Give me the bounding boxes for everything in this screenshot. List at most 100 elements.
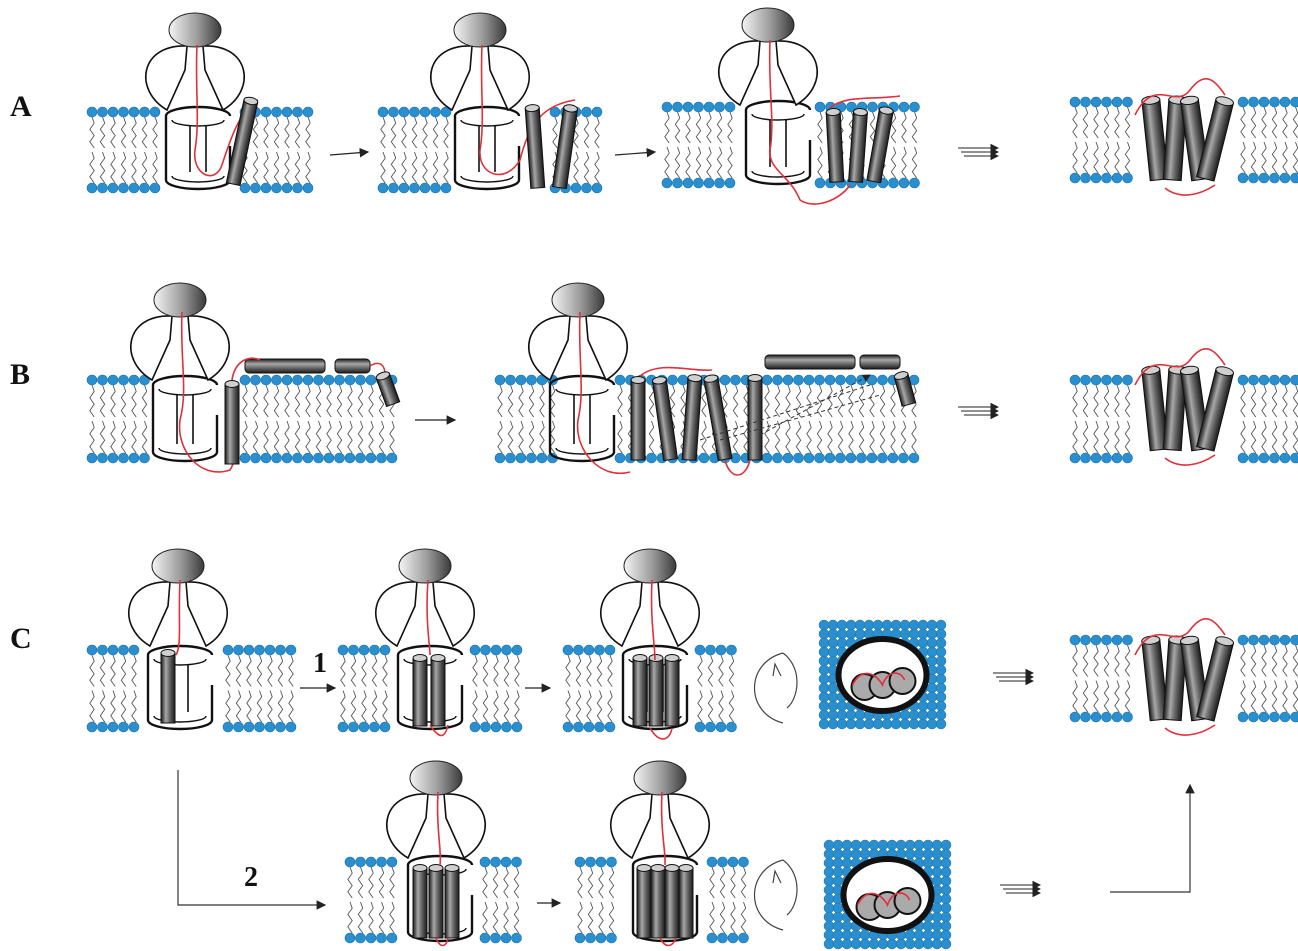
- helix-c6c: [664, 864, 680, 939]
- helix-b2-tip: [893, 371, 917, 407]
- helix-c2b: [430, 654, 446, 727]
- objects-layer: [127, 7, 1235, 950]
- helix-b1-surface-1: [244, 358, 326, 374]
- panel-label-a: A: [10, 90, 32, 123]
- membrane-b3-right: [1237, 374, 1298, 464]
- helix-c5a: [412, 864, 428, 939]
- translocon-c1: [146, 644, 214, 731]
- translocon-b2: [548, 374, 616, 463]
- ribosome-c3: [599, 548, 701, 648]
- helix-b2a: [630, 376, 646, 461]
- helix-b1: [224, 380, 240, 465]
- membrane-c6-left: [574, 856, 617, 944]
- helix-c6d: [678, 864, 694, 939]
- chain-a3: [768, 39, 851, 205]
- translocon-c2: [396, 644, 464, 731]
- membrane-b2-left: [494, 374, 558, 464]
- ribosome-c2: [374, 548, 476, 648]
- arrow-c-merge: [1110, 783, 1195, 893]
- membrane-c5-right: [479, 856, 522, 944]
- translocon-a3: [744, 99, 812, 186]
- chain-b2: [576, 311, 631, 475]
- helix-b2c: [681, 374, 703, 461]
- arrows-layer: [177, 143, 1195, 931]
- helix-a1: [225, 96, 259, 187]
- chain-a3-top: [829, 95, 901, 109]
- helix-b2-surface-1: [764, 354, 856, 370]
- helix-c5c: [444, 864, 460, 939]
- chain-c3: [649, 579, 673, 740]
- helix-c3c: [664, 654, 680, 727]
- membrane-a2-left: [377, 106, 452, 194]
- arrow-c-route2: [177, 770, 327, 910]
- helix-b1-tip: [375, 371, 401, 408]
- ribosome-b2: [527, 282, 629, 382]
- membrane-c2-right: [469, 644, 523, 733]
- membrane-c1-left: [86, 644, 140, 733]
- route-2-label: 2: [244, 862, 258, 893]
- helix-b2b: [651, 376, 679, 462]
- helix-c6a: [636, 864, 652, 939]
- chain-a1: [194, 44, 259, 177]
- helix-a3a: [825, 108, 845, 183]
- ribosome-c1: [127, 548, 229, 648]
- chain-c2: [426, 579, 449, 737]
- membrane-a4-right: [1237, 96, 1298, 184]
- panel-label-b: B: [10, 358, 31, 391]
- translocon-a2: [453, 105, 521, 191]
- chain-c5: [435, 791, 449, 947]
- translocon-b1: [151, 374, 219, 463]
- membrane-b1-left: [86, 374, 150, 464]
- helix-a2b: [551, 104, 579, 190]
- helix-c1: [160, 649, 176, 724]
- membrane-a4-left: [1069, 96, 1133, 184]
- membrane-c3-right: [694, 644, 737, 733]
- helix-b2-surface-2: [859, 354, 901, 370]
- multi-arrow-c2: [1000, 880, 1042, 898]
- ribosome-c6: [609, 760, 711, 860]
- chain-c1: [175, 579, 181, 656]
- folded-bundle-b: [1134, 348, 1235, 466]
- helix-a3c: [866, 106, 894, 184]
- folded-bundle-c: [1134, 618, 1235, 736]
- helix-c3b: [648, 654, 664, 727]
- membrane-c4-right: [1237, 634, 1298, 723]
- multi-arrow-c1: [993, 668, 1035, 686]
- top-view-c2: [823, 839, 952, 950]
- ribosome-c5: [385, 760, 487, 860]
- helix-a2a: [524, 104, 546, 189]
- helix-b2d: [703, 374, 733, 462]
- membrane-c4-left: [1069, 634, 1133, 723]
- membrane-a1-left: [86, 106, 161, 194]
- arrow-a1: [329, 147, 370, 158]
- chain-c6: [659, 791, 677, 947]
- membrane-c2-left: [337, 644, 391, 733]
- helix-c3a: [632, 654, 648, 727]
- arrow-a2: [614, 147, 657, 158]
- helix-c5b: [428, 864, 444, 939]
- ribosome-a1: [144, 12, 246, 112]
- rotation-arrow-c1: [753, 652, 798, 724]
- helix-a3b: [848, 108, 868, 183]
- rotation-arrow-c2: [753, 859, 798, 931]
- membrane-c6-right: [706, 856, 749, 944]
- route-1-label: 1: [313, 648, 327, 679]
- membrane-b3-left: [1069, 374, 1133, 464]
- dashed-arrows-b2: [699, 375, 881, 441]
- multi-arrow-a3: [958, 143, 1000, 161]
- helix-c6b: [650, 864, 666, 939]
- multi-arrow-b2: [958, 402, 1000, 420]
- folded-bundle-a: [1134, 78, 1235, 196]
- top-view-c1: [818, 619, 947, 730]
- helix-c2a: [412, 654, 428, 727]
- helix-b1-surface-2: [334, 358, 371, 374]
- ribosome-a2: [429, 12, 531, 112]
- membrane-c1-right: [222, 644, 297, 733]
- membrane-c5-left: [344, 856, 398, 944]
- chain-b2-loops: [639, 366, 751, 476]
- translocon-a1: [164, 105, 232, 191]
- membrane-c3-left: [562, 644, 616, 733]
- panel-label-c: C: [10, 622, 32, 655]
- ribosome-b1: [129, 282, 231, 382]
